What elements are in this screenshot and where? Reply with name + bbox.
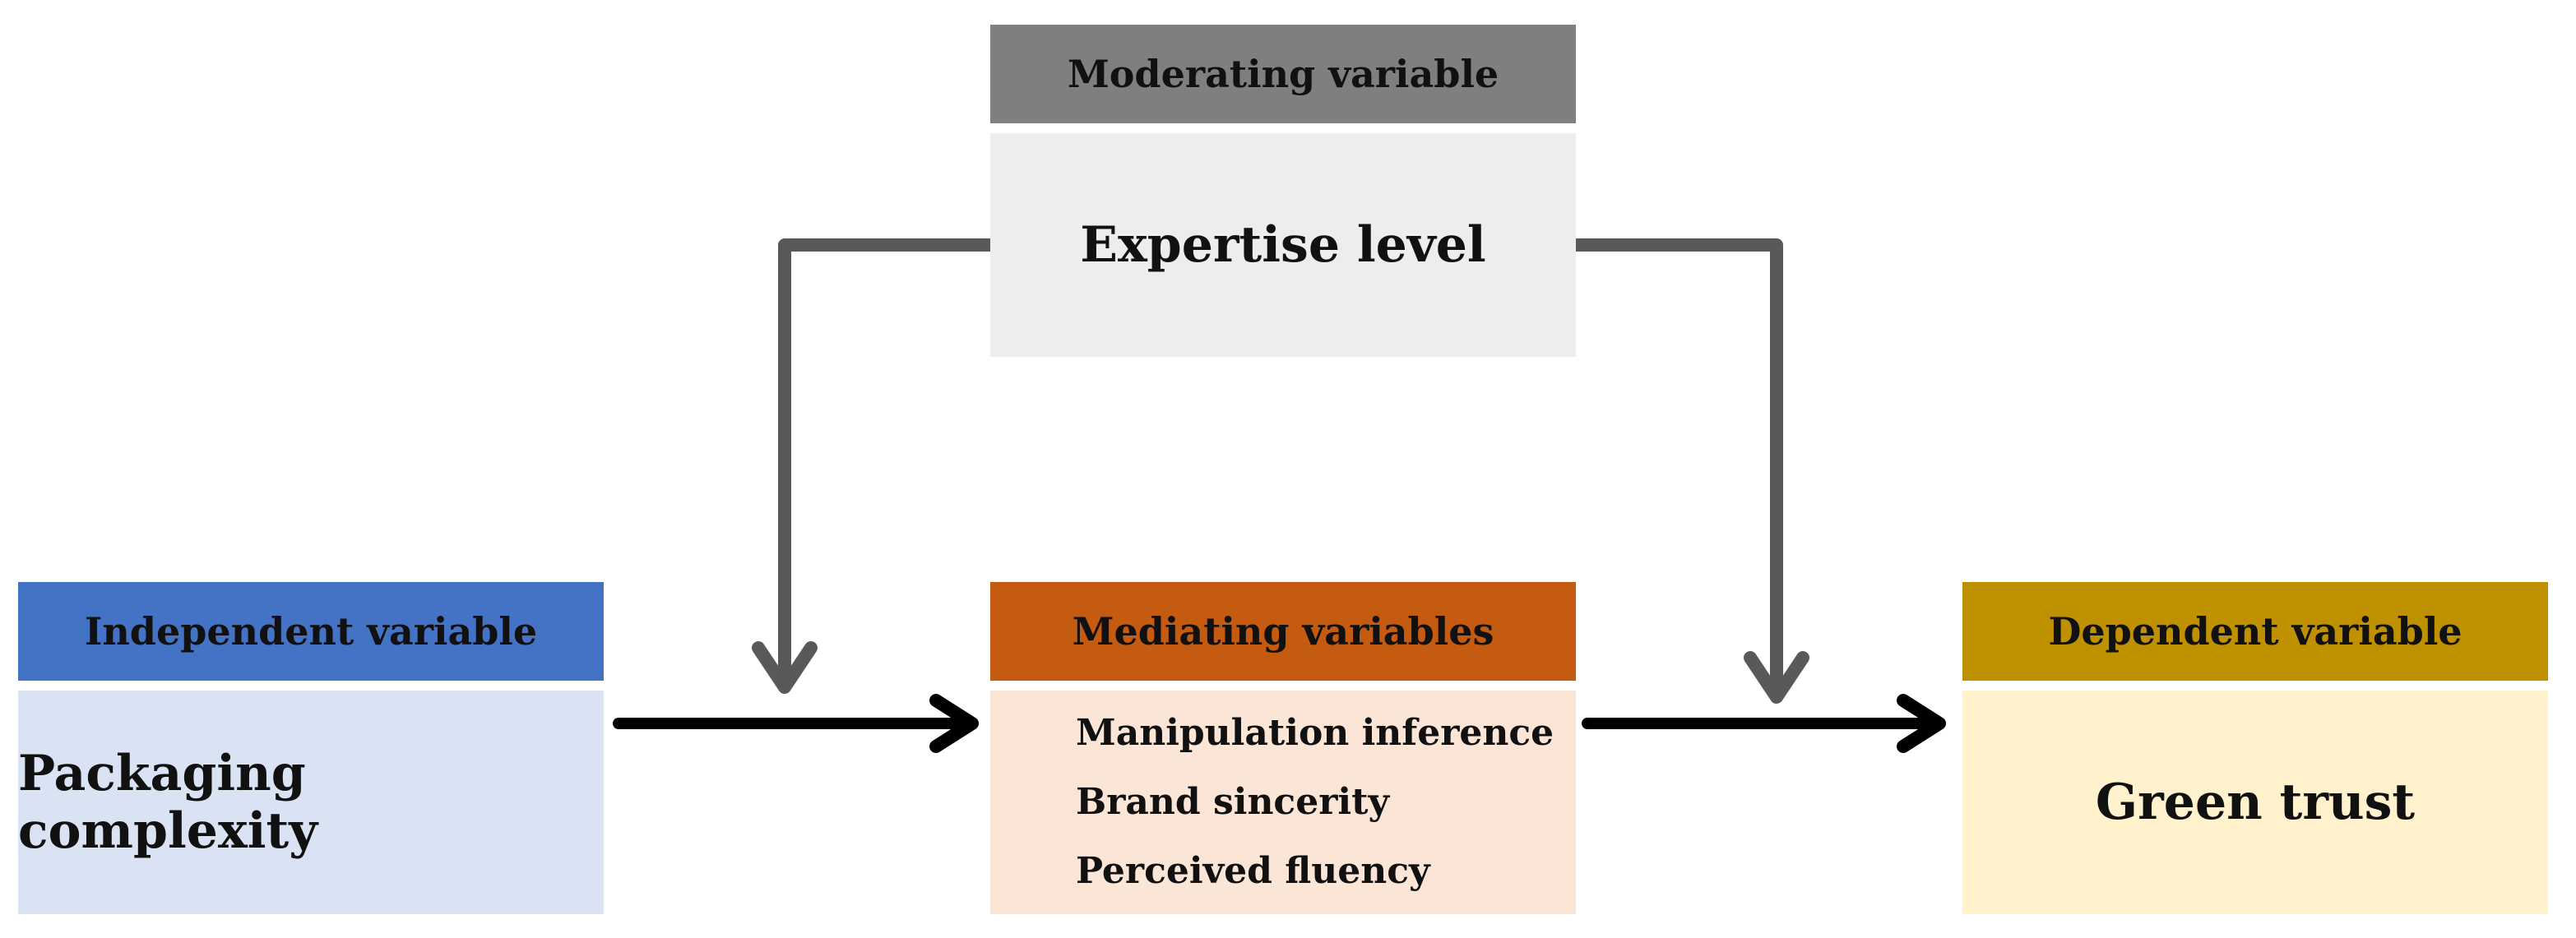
moderator-left-connector bbox=[778, 238, 990, 681]
green-trust-box: Green trust bbox=[1962, 691, 2548, 914]
independent-variable-header: Independent variable bbox=[18, 582, 604, 681]
mediator-item-manipulation-inference: Manipulation inference bbox=[1076, 712, 1554, 754]
mediator-item-brand-sincerity: Brand sincerity bbox=[1076, 781, 1390, 823]
mediator-item-perceived-fluency: Perceived fluency bbox=[1076, 850, 1430, 892]
packaging-complexity-box: Packaging complexity bbox=[18, 691, 604, 914]
dependent-variable-node: Dependent variable Green trust bbox=[1962, 582, 2548, 914]
mediating-variables-header: Mediating variables bbox=[990, 582, 1576, 681]
moderator-left-arrowhead bbox=[752, 641, 818, 694]
moderating-variable-header: Moderating variable bbox=[990, 25, 1576, 123]
moderator-right-arrowhead bbox=[1744, 651, 1809, 704]
moderator-right-connector bbox=[1576, 238, 1783, 691]
expertise-level-box: Expertise level bbox=[990, 133, 1576, 357]
mediator-to-dependent-arrowhead bbox=[1897, 694, 1946, 753]
mediating-variables-list: Manipulation inference Brand sincerity P… bbox=[990, 691, 1576, 914]
moderating-variable-node: Moderating variable Expertise level bbox=[990, 25, 1576, 357]
mediating-variables-node: Mediating variables Manipulation inferen… bbox=[990, 582, 1576, 914]
independent-variable-node: Independent variable Packaging complexit… bbox=[18, 582, 604, 914]
dependent-variable-header: Dependent variable bbox=[1962, 582, 2548, 681]
independent-to-mediator-arrowhead bbox=[929, 694, 979, 753]
